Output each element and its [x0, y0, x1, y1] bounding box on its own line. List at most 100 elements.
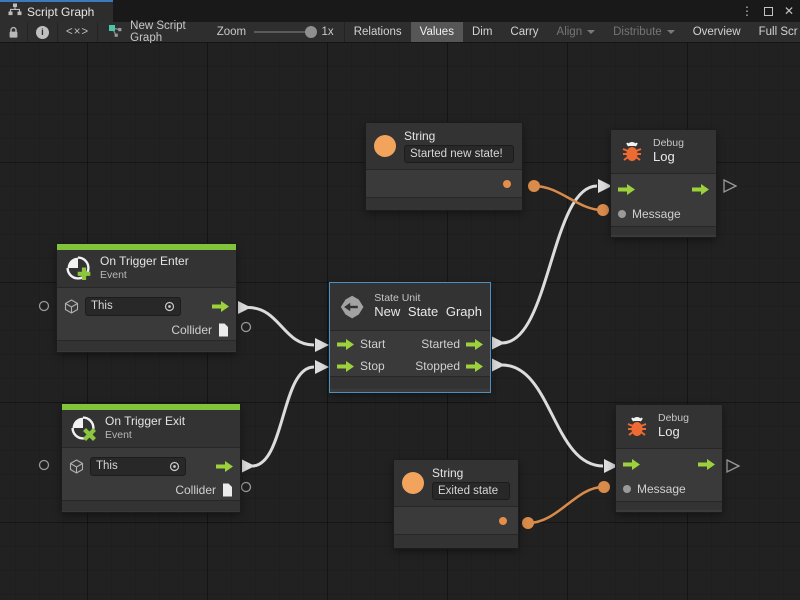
debug-bug-icon: [627, 416, 647, 436]
port-label-started: Started: [421, 337, 460, 351]
node-on-trigger-exit[interactable]: On Trigger Exit Event This: [62, 404, 240, 512]
dim-button[interactable]: Dim: [471, 26, 493, 38]
string-type-icon: [402, 472, 424, 494]
started-output-port[interactable]: [466, 338, 483, 350]
unconnected-port-triangle[interactable]: [726, 458, 741, 474]
target-object-field[interactable]: This: [85, 296, 181, 316]
close-icon[interactable]: ✕: [783, 4, 794, 18]
node-title: Log: [658, 424, 680, 440]
wire-source-triangle: [238, 301, 251, 314]
unconnected-port-circle[interactable]: [38, 459, 50, 471]
node-debug-log-top[interactable]: Debug Log Message: [611, 130, 716, 237]
stopped-output-port[interactable]: [466, 360, 483, 372]
trigger-output-port[interactable]: [212, 300, 229, 312]
tab-title: Script Graph: [27, 5, 95, 19]
fullscreen-button[interactable]: Full Scr: [758, 26, 798, 38]
gameobject-cube-icon: [64, 298, 79, 314]
node-title: String: [404, 129, 436, 143]
zoom-slider[interactable]: [254, 26, 317, 38]
collider-value-port[interactable]: [218, 323, 229, 337]
wire-string-to-message-top[interactable]: [533, 184, 603, 212]
node-title: Log: [653, 149, 675, 165]
inspect-button[interactable]: i: [28, 22, 58, 42]
overview-button[interactable]: Overview: [692, 26, 741, 38]
string-value-field[interactable]: Exited state: [432, 482, 510, 500]
target-object-field[interactable]: This: [90, 456, 186, 476]
wire-string-to-message-bottom[interactable]: [527, 485, 604, 525]
node-kind: Debug: [653, 136, 684, 149]
node-string-exited[interactable]: String Exited state: [394, 460, 518, 548]
wire-endpoint-dot: [528, 180, 540, 192]
wire-source-triangle: [492, 358, 505, 372]
stop-input-port[interactable]: [337, 360, 354, 372]
unconnected-port-circle[interactable]: [240, 481, 252, 493]
lock-button[interactable]: [0, 22, 28, 42]
relations-button[interactable]: Relations: [353, 26, 402, 38]
unconnected-port-triangle[interactable]: [723, 178, 738, 194]
trigger-output-port[interactable]: [216, 460, 233, 472]
tab-bar: Script Graph ⋮ ✕: [0, 0, 800, 22]
trigger-input-port[interactable]: [618, 183, 635, 195]
wire-arrowhead: [598, 179, 612, 193]
string-output-port[interactable]: [499, 516, 507, 525]
trigger-input-port[interactable]: [623, 458, 640, 470]
align-dropdown[interactable]: Align: [548, 22, 605, 42]
distribute-dropdown[interactable]: Distribute: [604, 22, 684, 42]
unconnected-port-circle[interactable]: [240, 321, 252, 333]
object-picker-icon[interactable]: [164, 301, 175, 312]
output-port-label: Collider: [171, 323, 212, 337]
lock-icon: [9, 26, 18, 38]
object-picker-icon[interactable]: [169, 461, 180, 472]
target-value: This: [91, 300, 113, 312]
wire-source-triangle: [242, 459, 255, 473]
node-title: String: [432, 466, 464, 480]
zoom-value: 1x: [321, 26, 334, 38]
message-input-port[interactable]: [623, 485, 631, 493]
info-icon: i: [36, 25, 49, 39]
on-trigger-exit-icon: [71, 416, 96, 441]
node-on-trigger-enter[interactable]: On Trigger Enter Event This: [57, 244, 236, 352]
node-debug-log-bottom[interactable]: Debug Log Message: [616, 405, 722, 512]
node-footer: [616, 501, 722, 510]
align-label: Align: [556, 26, 583, 38]
wire-arrowhead: [315, 338, 329, 352]
wire-exit-to-stop[interactable]: [251, 365, 315, 468]
trigger-output-port[interactable]: [692, 183, 709, 195]
graph-canvas[interactable]: On Trigger Enter Event This: [0, 43, 800, 600]
values-button[interactable]: Values: [410, 22, 463, 42]
node-string-started[interactable]: String Started new state!: [366, 123, 522, 210]
string-value: Started new state!: [410, 148, 503, 160]
wire-endpoint-dot: [522, 517, 534, 529]
node-title: New State Graph: [374, 304, 482, 320]
port-label-stop: Stop: [360, 359, 385, 373]
trigger-output-port[interactable]: [698, 458, 715, 470]
graph-name-label: New Script Graph: [130, 20, 186, 44]
start-input-port[interactable]: [337, 338, 354, 350]
window-menu-icon[interactable]: ⋮: [740, 4, 753, 18]
node-footer: [611, 226, 716, 235]
code-view-button[interactable]: <×>: [58, 22, 99, 42]
wire-stopped-to-log[interactable]: [501, 363, 604, 468]
graph-node-icon: [108, 24, 124, 41]
distribute-label: Distribute: [613, 26, 662, 38]
node-state-unit[interactable]: State Unit New State Graph Start Started: [330, 283, 490, 392]
port-label-start: Start: [360, 337, 386, 351]
wire-enter-to-start[interactable]: [247, 306, 315, 347]
string-value-field[interactable]: Started new state!: [404, 145, 514, 163]
collider-value-port[interactable]: [222, 483, 233, 497]
zoom-slider-knob[interactable]: [304, 26, 317, 38]
tab-script-graph[interactable]: Script Graph: [0, 0, 113, 22]
string-value: Exited state: [438, 485, 499, 497]
node-subtitle: Event: [100, 269, 127, 282]
string-output-port[interactable]: [503, 179, 511, 188]
node-kind: Debug: [658, 411, 689, 424]
unconnected-port-circle[interactable]: [38, 300, 50, 312]
state-unit-icon: [340, 295, 364, 318]
wire-source-triangle: [492, 336, 505, 350]
carry-button[interactable]: Carry: [510, 26, 539, 38]
graph-toolbar: i <×> New Script Graph Zoom 1x Relations…: [0, 20, 800, 44]
message-input-port[interactable]: [618, 210, 626, 218]
maximize-icon[interactable]: [763, 6, 773, 16]
node-footer: [330, 376, 490, 389]
